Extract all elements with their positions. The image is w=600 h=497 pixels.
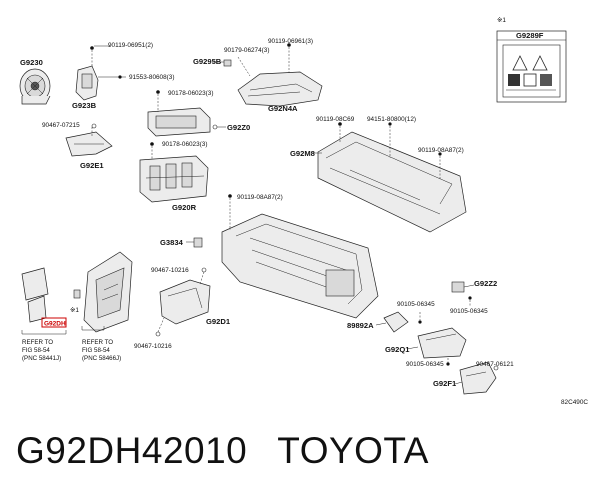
parts-diagram: ※1 G9289F G9230 90119-06951(2) 91553-806…: [19, 17, 588, 406]
label-g92e1: G92E1: [80, 161, 104, 170]
part-g92z0-box: 90178-06023(3) G92Z0: [147, 90, 250, 137]
warning-triangle-icon: [532, 55, 548, 71]
callout-94151-80800: 94151-80800(12): [367, 116, 416, 123]
callout-90467-10216-b: 90467-10216: [134, 343, 172, 350]
callout-90105-06345-a: 90105-06345: [397, 301, 435, 308]
ref-right-line-1: REFER TO: [82, 339, 113, 346]
label-box-g9289f: ※1 G9289F: [496, 17, 567, 103]
footer-title: G92DH42010 TOYOTA: [16, 430, 429, 472]
part-89892a-sensor: 89892A 90105-06345: [347, 301, 435, 333]
callout-90119-06951: 90119-06951(2): [108, 42, 153, 49]
label-g92f1: G92F1: [433, 379, 457, 388]
label-g920r: G920R: [172, 203, 197, 212]
label-g92z0: G92Z0: [227, 123, 250, 132]
callout-90119-08a87-a: 90119-08A87(2): [418, 147, 464, 154]
part-g9230-blower: G9230: [19, 58, 51, 105]
callout-90178-06023-a: 90178-06023(3): [168, 90, 213, 97]
part-g92e1-sensor: 90467-07215 G92E1: [42, 122, 113, 170]
ref-right-line-3: (PNC 58466J): [82, 355, 121, 362]
part-g3834-clip: G3834: [160, 237, 203, 248]
diagram-code: 82C490C: [561, 399, 588, 406]
label-g9289f: G9289F: [516, 31, 544, 40]
label-89892a: 89892A: [347, 321, 374, 330]
label-g92dh: G92DH: [44, 321, 66, 328]
label-g9230: G9230: [20, 58, 43, 67]
label-g92q1: G92Q1: [385, 345, 410, 354]
part-g92f1: 90467-06121 G92F1: [433, 361, 514, 395]
callout-90119-08a87-b: 90119-08A87(2): [237, 194, 283, 201]
callout-91553-80608: 91553-80608(3): [129, 74, 174, 81]
part-g923b-bracket: 90119-06951(2) 91553-80608(3) G923B: [72, 42, 174, 110]
part-number: G92DH42010: [16, 430, 248, 471]
ref-left-line-3: (PNC 58441J): [22, 355, 61, 362]
callout-90467-10216-a: 90467-10216: [151, 267, 189, 274]
label-g92z2: G92Z2: [474, 279, 497, 288]
part-battery-pack: 90119-08A87(2): [221, 194, 379, 319]
callout-90178-06023-b: 90178-06023(3): [162, 141, 207, 148]
part-ref-right: ※1 REFER TO FIG 58-54 (PNC 58466J): [70, 251, 133, 362]
label-g3834: G3834: [160, 238, 184, 247]
callout-90467-07215: 90467-07215: [42, 122, 80, 129]
ref-left-line-1: REFER TO: [22, 339, 53, 346]
label-g92d1: G92D1: [206, 317, 231, 326]
callout-90105-06345-c: 90105-06345: [450, 308, 488, 315]
part-g92z2-bracket: G92Z2 90105-06345: [450, 279, 497, 315]
brand-name: TOYOTA: [277, 430, 429, 471]
part-g92d1-cover: 90467-10216 90467-10216 G92D1: [134, 267, 231, 350]
part-g92n4a-duct: 90179-06274(3) 90119-06961(3) G92N4A G92…: [193, 38, 323, 113]
label-symbol-icon: [540, 74, 552, 86]
callout-90119-08c69: 90119-08C69: [316, 116, 355, 123]
callout-90179-06274: 90179-06274(3): [224, 47, 269, 54]
callout-90119-06961: 90119-06961(3): [268, 38, 313, 45]
warning-triangle-icon: [512, 55, 528, 71]
ref-mark-top: ※1: [497, 17, 506, 24]
label-symbol-icon: [508, 74, 520, 86]
ref-left-line-2: FIG 58-54: [22, 347, 50, 354]
part-g920r-frame: 90178-06023(3) G920R: [139, 141, 209, 212]
ref-mark-left: ※1: [70, 307, 79, 314]
ref-right-line-2: FIG 58-54: [82, 347, 110, 354]
part-g92m8-rail: 90119-08C69 94151-80800(12) 90119-08A87(…: [290, 116, 467, 233]
book-icon: [523, 73, 537, 87]
callout-90105-06345-b: 90105-06345: [406, 361, 444, 368]
label-g923b: G923B: [72, 101, 97, 110]
label-g92m8: G92M8: [290, 149, 315, 158]
part-g92q1-bracket: G92Q1 90105-06345: [385, 327, 467, 368]
callout-90467-06121: 90467-06121: [476, 361, 514, 368]
part-g92dh-ref-left: G92DH REFER TO FIG 58-54 (PNC 58441J): [21, 267, 81, 362]
label-g9295b: G9295B: [193, 57, 222, 66]
label-g92n4a: G92N4A: [268, 104, 298, 113]
